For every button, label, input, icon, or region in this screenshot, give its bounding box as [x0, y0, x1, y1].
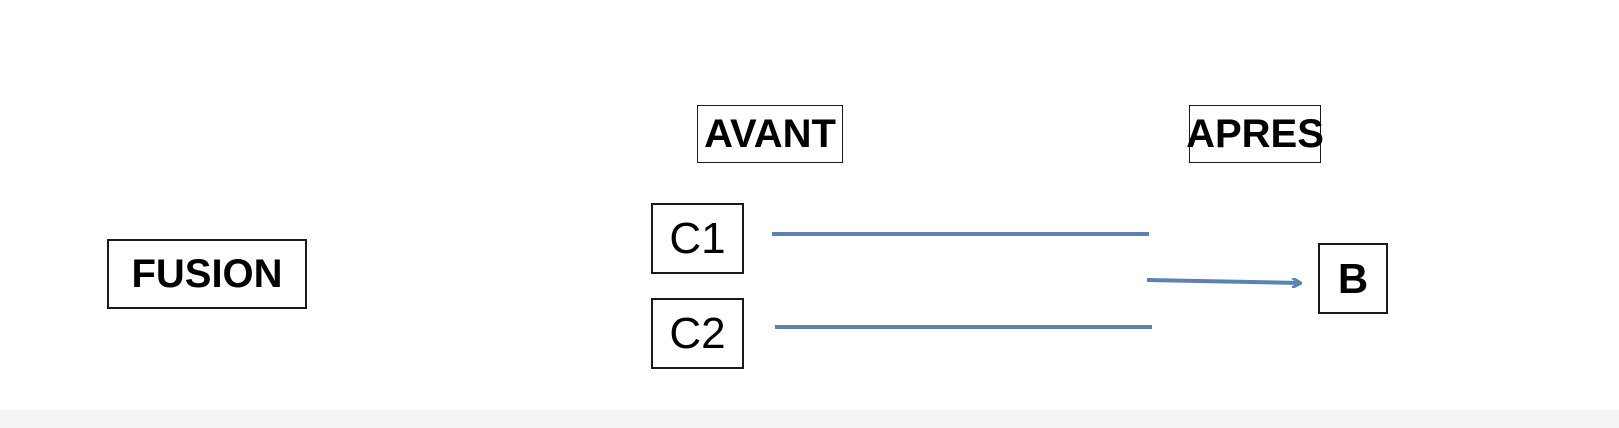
- merge-arrow: [1146, 280, 1300, 283]
- c1-node: C1: [651, 203, 744, 274]
- c2-node: C2: [651, 298, 744, 369]
- fusion-label-box: FUSION: [107, 239, 307, 309]
- c1-label: C1: [669, 213, 726, 263]
- c2-label: C2: [669, 308, 726, 358]
- b-node: B: [1318, 243, 1388, 314]
- b-label: B: [1337, 254, 1369, 302]
- apres-header: APRES: [1186, 111, 1324, 156]
- avant-header: AVANT: [704, 111, 836, 156]
- apres-header-box: APRES: [1186, 105, 1324, 163]
- avant-header-box: AVANT: [697, 105, 843, 163]
- fusion-label: FUSION: [131, 251, 283, 296]
- bottom-strip: [0, 410, 1619, 428]
